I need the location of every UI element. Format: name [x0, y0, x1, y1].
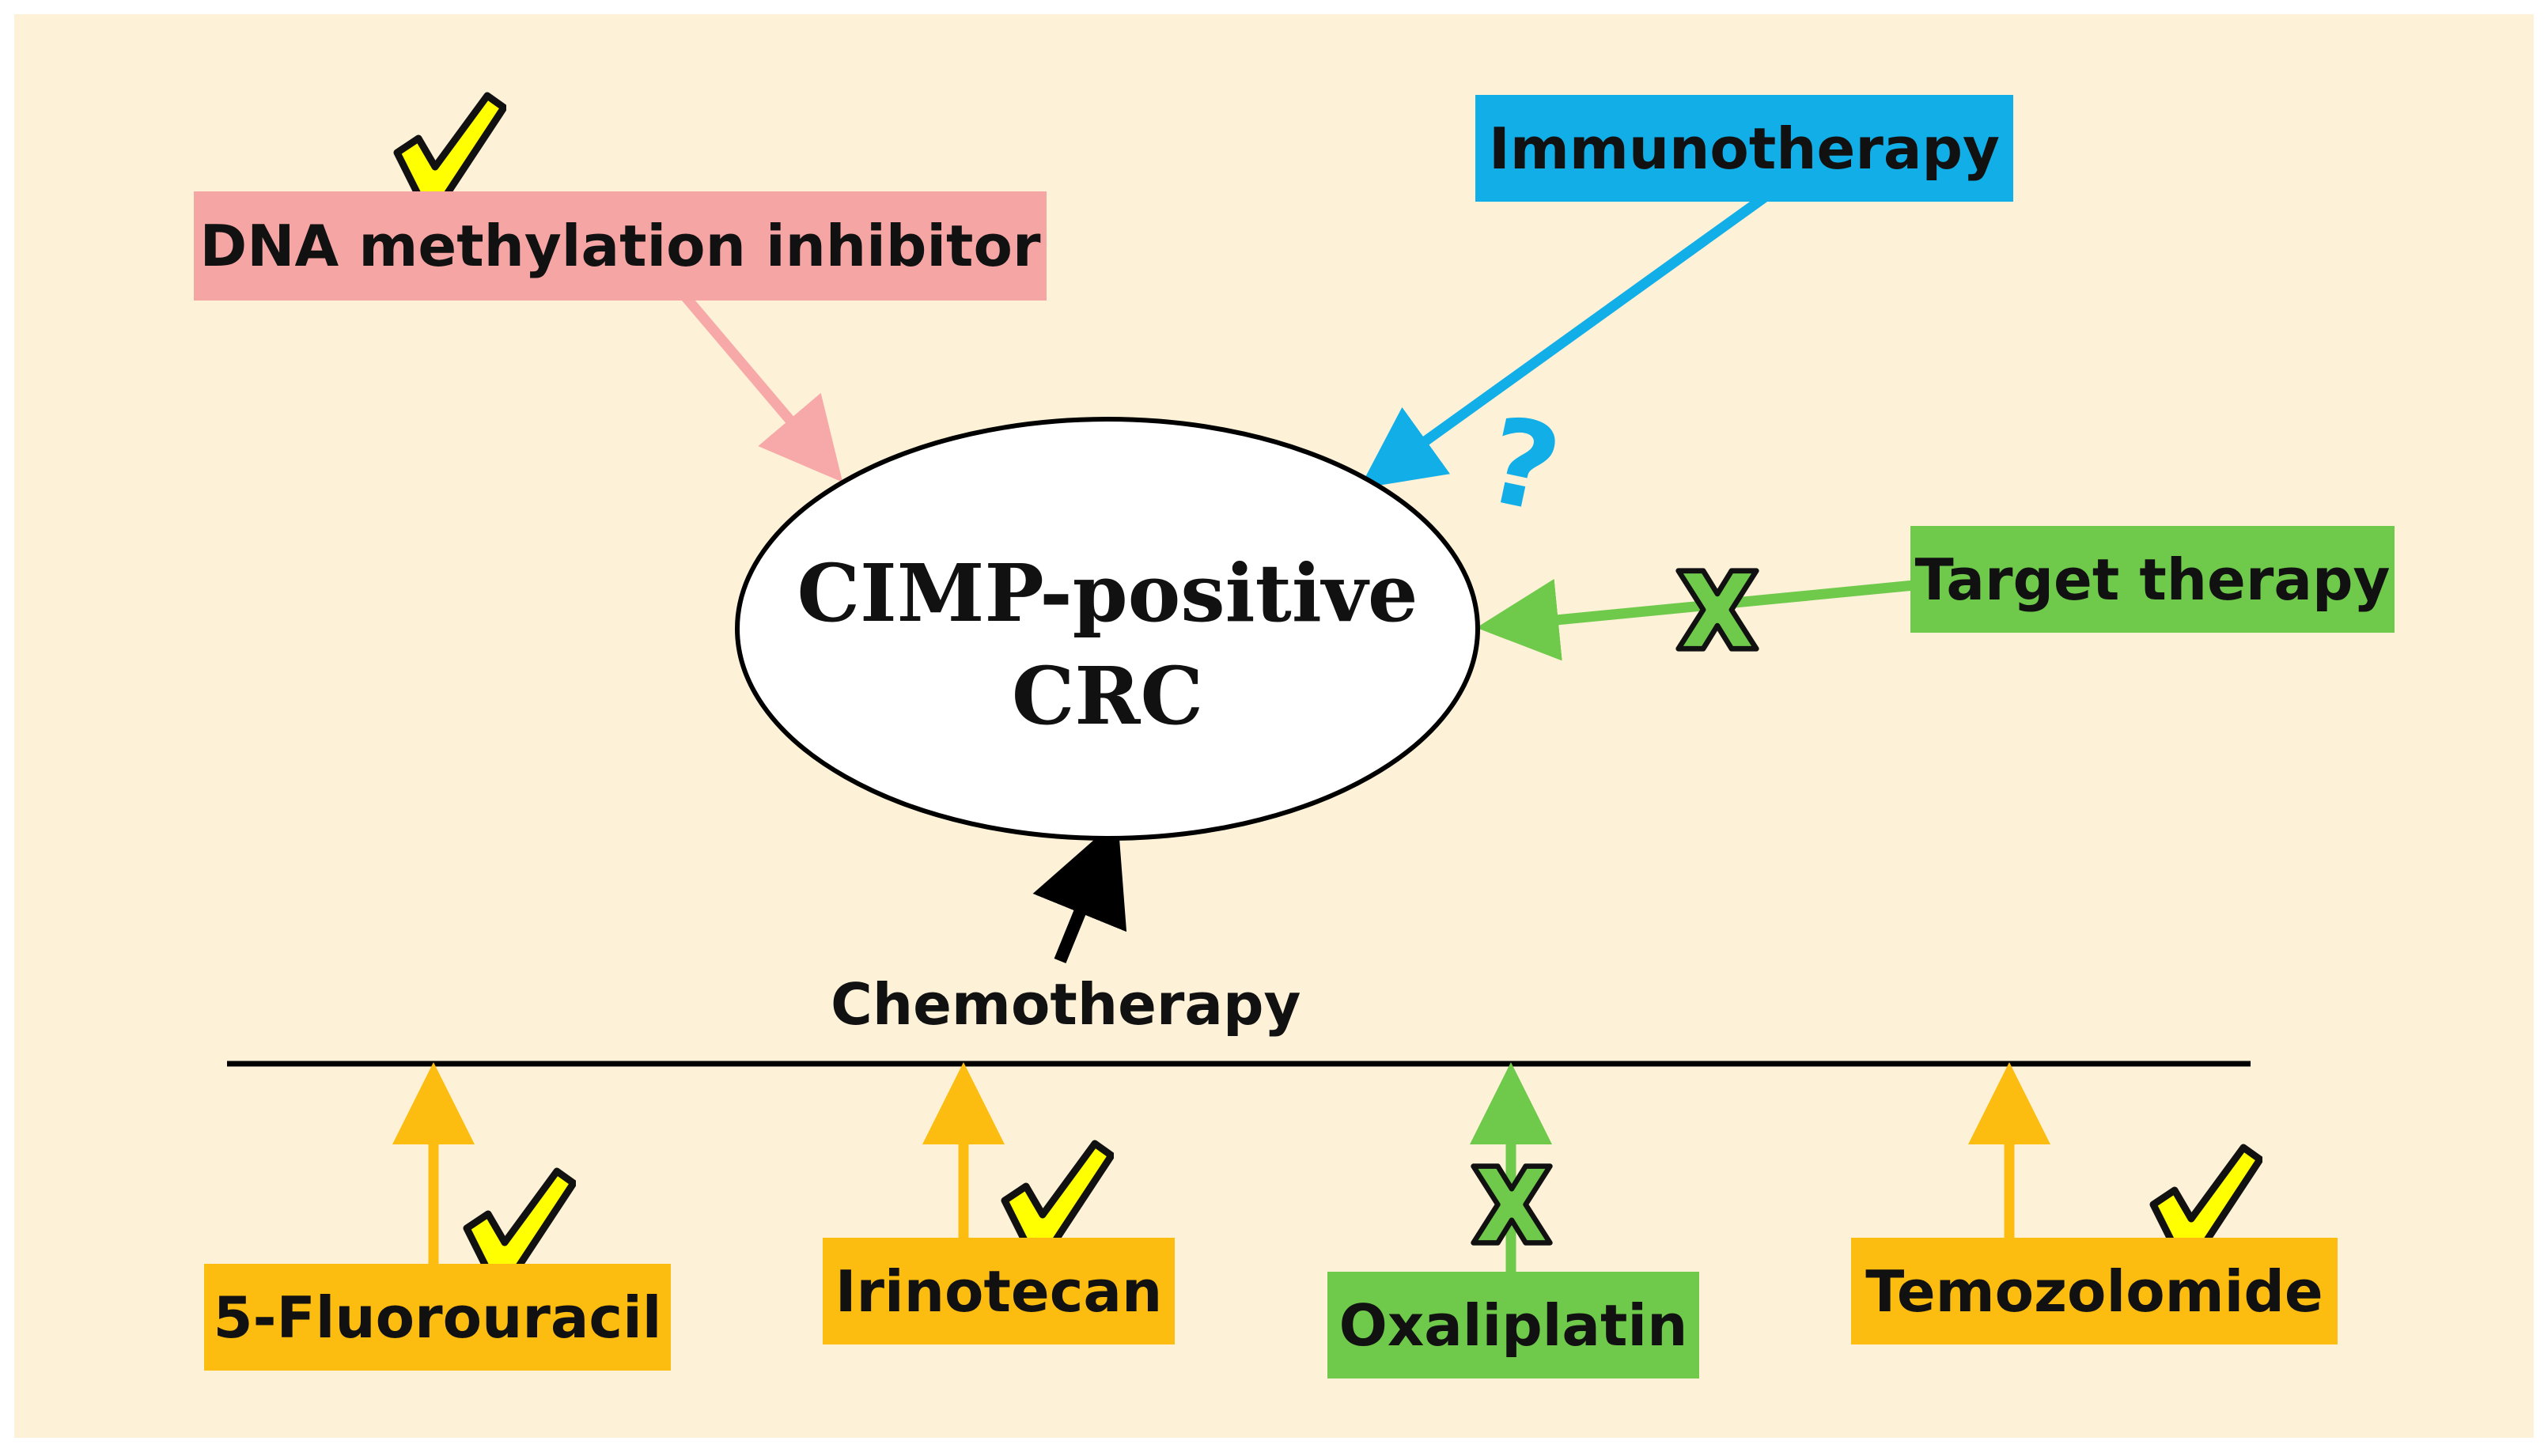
target-therapy-box: Target therapy: [1910, 526, 2395, 633]
chemotherapy-label: Chemotherapy: [831, 971, 1301, 1038]
cimp-crc-ellipse: [735, 417, 1480, 841]
drug-box-irinotecan: Irinotecan: [823, 1238, 1175, 1344]
cimp-label-line2: CRC: [1011, 649, 1204, 743]
immunotherapy-arrow: [1359, 193, 1767, 489]
dna-methylation-inhibitor-box: DNA methylation inhibitor: [194, 191, 1047, 301]
dna-arrow: [678, 289, 843, 482]
drug-label-5fu: 5-Fluorouracil: [213, 1284, 662, 1351]
drug-box-oxaliplatin: Oxaliplatin: [1327, 1272, 1699, 1378]
drug-label-irinotecan: Irinotecan: [835, 1257, 1163, 1325]
cimp-label-line1: CIMP-positive: [797, 546, 1418, 640]
cimp-crc-label: CIMP-positive CRC: [791, 542, 1424, 747]
dna-methylation-inhibitor-label: DNA methylation inhibitor: [199, 213, 1041, 279]
drug-box-5fu: 5-Fluorouracil: [204, 1264, 671, 1371]
chemotherapy-arrow: [1032, 819, 1127, 964]
target-therapy-label: Target therapy: [1914, 546, 2391, 613]
immunotherapy-label: Immunotherapy: [1489, 115, 2000, 182]
immunotherapy-box: Immunotherapy: [1475, 95, 2013, 202]
drug-label-temozolomide: Temozolomide: [1865, 1257, 2323, 1325]
drug-box-temozolomide: Temozolomide: [1851, 1238, 2338, 1344]
drug-label-oxaliplatin: Oxaliplatin: [1338, 1291, 1688, 1359]
